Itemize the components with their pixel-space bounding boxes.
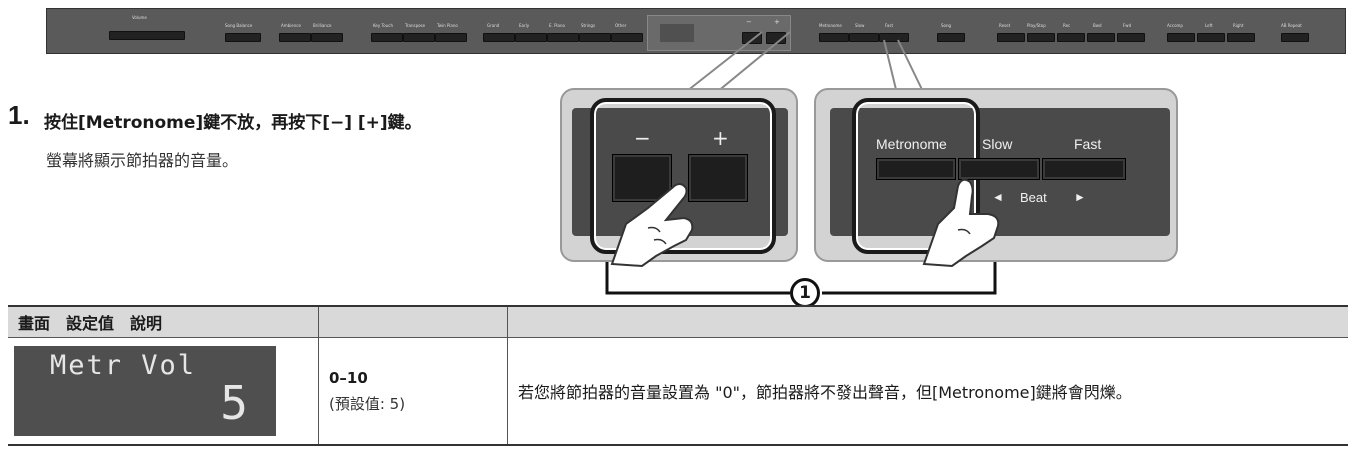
fast-label: Fast [1074,136,1102,152]
panel-label-other: Other [615,23,627,28]
panel-label-key-touch: Key Touch [373,23,394,28]
table-header-row: 畫面 設定值 說明 [8,305,1348,338]
panel-label-transpose: Transpose [405,23,426,28]
early-button[interactable] [515,33,547,42]
step-number: 1. [8,100,30,130]
strings-button[interactable] [579,33,611,42]
metronome-label: Metronome [876,136,947,152]
plus-button[interactable] [688,154,748,202]
minus-button[interactable] [612,154,672,202]
panel-label-twin-piano: Twin Piano [437,23,458,28]
lcd-line-1: Metr Vol [50,350,197,381]
other-button[interactable] [611,33,643,42]
panel-display-screen [660,24,694,42]
fast-button[interactable] [879,33,909,42]
grand-button[interactable] [483,33,515,42]
play-stop-button[interactable] [1027,33,1055,42]
panel-label-accomp: Accomp [1167,23,1183,28]
step-description: 螢幕將顯示節拍器的音量。 [46,151,239,170]
panel-plus-label: + [774,18,780,26]
accomp-button[interactable] [1167,33,1195,42]
panel-label-rec: Rec [1063,23,1071,28]
panel-label-fast: Fast [885,23,894,28]
step-title: 按住[Metronome]鍵不放，再按下[−] [+]鍵。 [44,113,422,133]
metronome-button[interactable] [819,33,849,42]
control-panel-strip: Volume Song Balance Ambience Brilliance … [46,8,1346,54]
callout-minus-plus: − + [560,88,798,268]
panel-label-early: Early [519,23,530,28]
panel-display: − + [647,15,791,51]
ab-repeat-button[interactable] [1281,33,1309,42]
song-balance-button[interactable] [225,33,261,42]
panel-minus-label: − [746,18,752,26]
bracket-line-left [605,260,790,295]
step-badge: 1 [790,278,820,308]
beat-label: Beat [1020,190,1047,205]
panel-label-grand: Grand [487,23,500,28]
lcd-display: Metr Vol 5 [14,346,276,436]
pressing-hand-icon [610,183,694,268]
lcd-cell: Metr Vol 5 [8,337,319,446]
panel-label-bwd: Bwd [1093,23,1102,28]
panel-label-left: Left [1205,23,1213,28]
table-row: Metr Vol 5 0–10 (預設值: 5) 若您將節拍器的音量設置為 "0… [8,337,1348,446]
panel-label-metronome: Metronome [819,23,842,28]
callout-metronome: Metronome Slow Fast ◄ Beat ► [814,88,1178,268]
panel-label-song: Song [941,23,952,28]
panel-label-ab-repeat: AB Repeat [1281,23,1302,28]
range-cell: 0–10 (預設值: 5) [318,337,508,446]
brilliance-button[interactable] [311,33,343,42]
description-cell: 若您將節拍器的音量設置為 "0"，節拍器將不發出聲音，但[Metronome]鍵… [507,337,1348,446]
song-button[interactable] [937,33,965,42]
panel-label-slow: Slow [855,23,865,28]
panel-label-fwd: Fwd [1123,23,1132,28]
panel-label-reset: Reset [999,23,1011,28]
slow-key[interactable] [958,158,1040,180]
callout-left-highlight-frame [590,98,776,254]
e-piano-button[interactable] [547,33,579,42]
pressing-hand-icon-right [922,178,1000,268]
settings-table: 畫面 設定值 說明 Metr Vol 5 0–10 (預設值: 5) 若您將節拍… [8,305,1348,446]
callout-left-panel [572,108,788,236]
panel-label-strings: Strings [581,23,596,28]
twin-piano-button[interactable] [435,33,467,42]
reset-button[interactable] [997,33,1025,42]
plus-label: + [712,126,729,150]
key-touch-button[interactable] [371,33,403,42]
fwd-button[interactable] [1117,33,1145,42]
panel-label-play-stop: Play/Stop [1027,23,1046,28]
panel-label-volume: Volume [132,15,147,20]
minus-label: − [634,126,651,150]
slow-button[interactable] [849,33,879,42]
header-col-2 [318,305,508,338]
header-col-3 [507,305,1348,338]
beat-right-arrow-icon: ► [1074,190,1086,204]
lcd-value: 5 [220,376,248,430]
panel-label-e-piano: E. Piano [549,23,565,28]
panel-label-song-balance: Song Balance [225,23,253,28]
panel-label-right: Right [1233,23,1244,28]
right-button[interactable] [1227,33,1255,42]
transpose-button[interactable] [403,33,435,42]
beat-left-arrow-icon: ◄ [992,190,1004,204]
bwd-button[interactable] [1087,33,1115,42]
bracket-line-right [822,260,997,295]
volume-slider[interactable] [109,31,185,40]
ambience-button[interactable] [279,33,311,42]
left-button[interactable] [1197,33,1225,42]
panel-label-ambience: Ambience [281,23,301,28]
header-screen-value-desc: 畫面 設定值 說明 [8,305,319,338]
fast-key[interactable] [1042,158,1126,180]
slow-label: Slow [982,136,1013,152]
panel-label-brilliance: Brilliance [313,23,332,28]
default-value: (預設值: 5) [329,394,406,413]
value-range: 0–10 [329,368,368,387]
metronome-key[interactable] [876,158,956,180]
rec-button[interactable] [1057,33,1085,42]
